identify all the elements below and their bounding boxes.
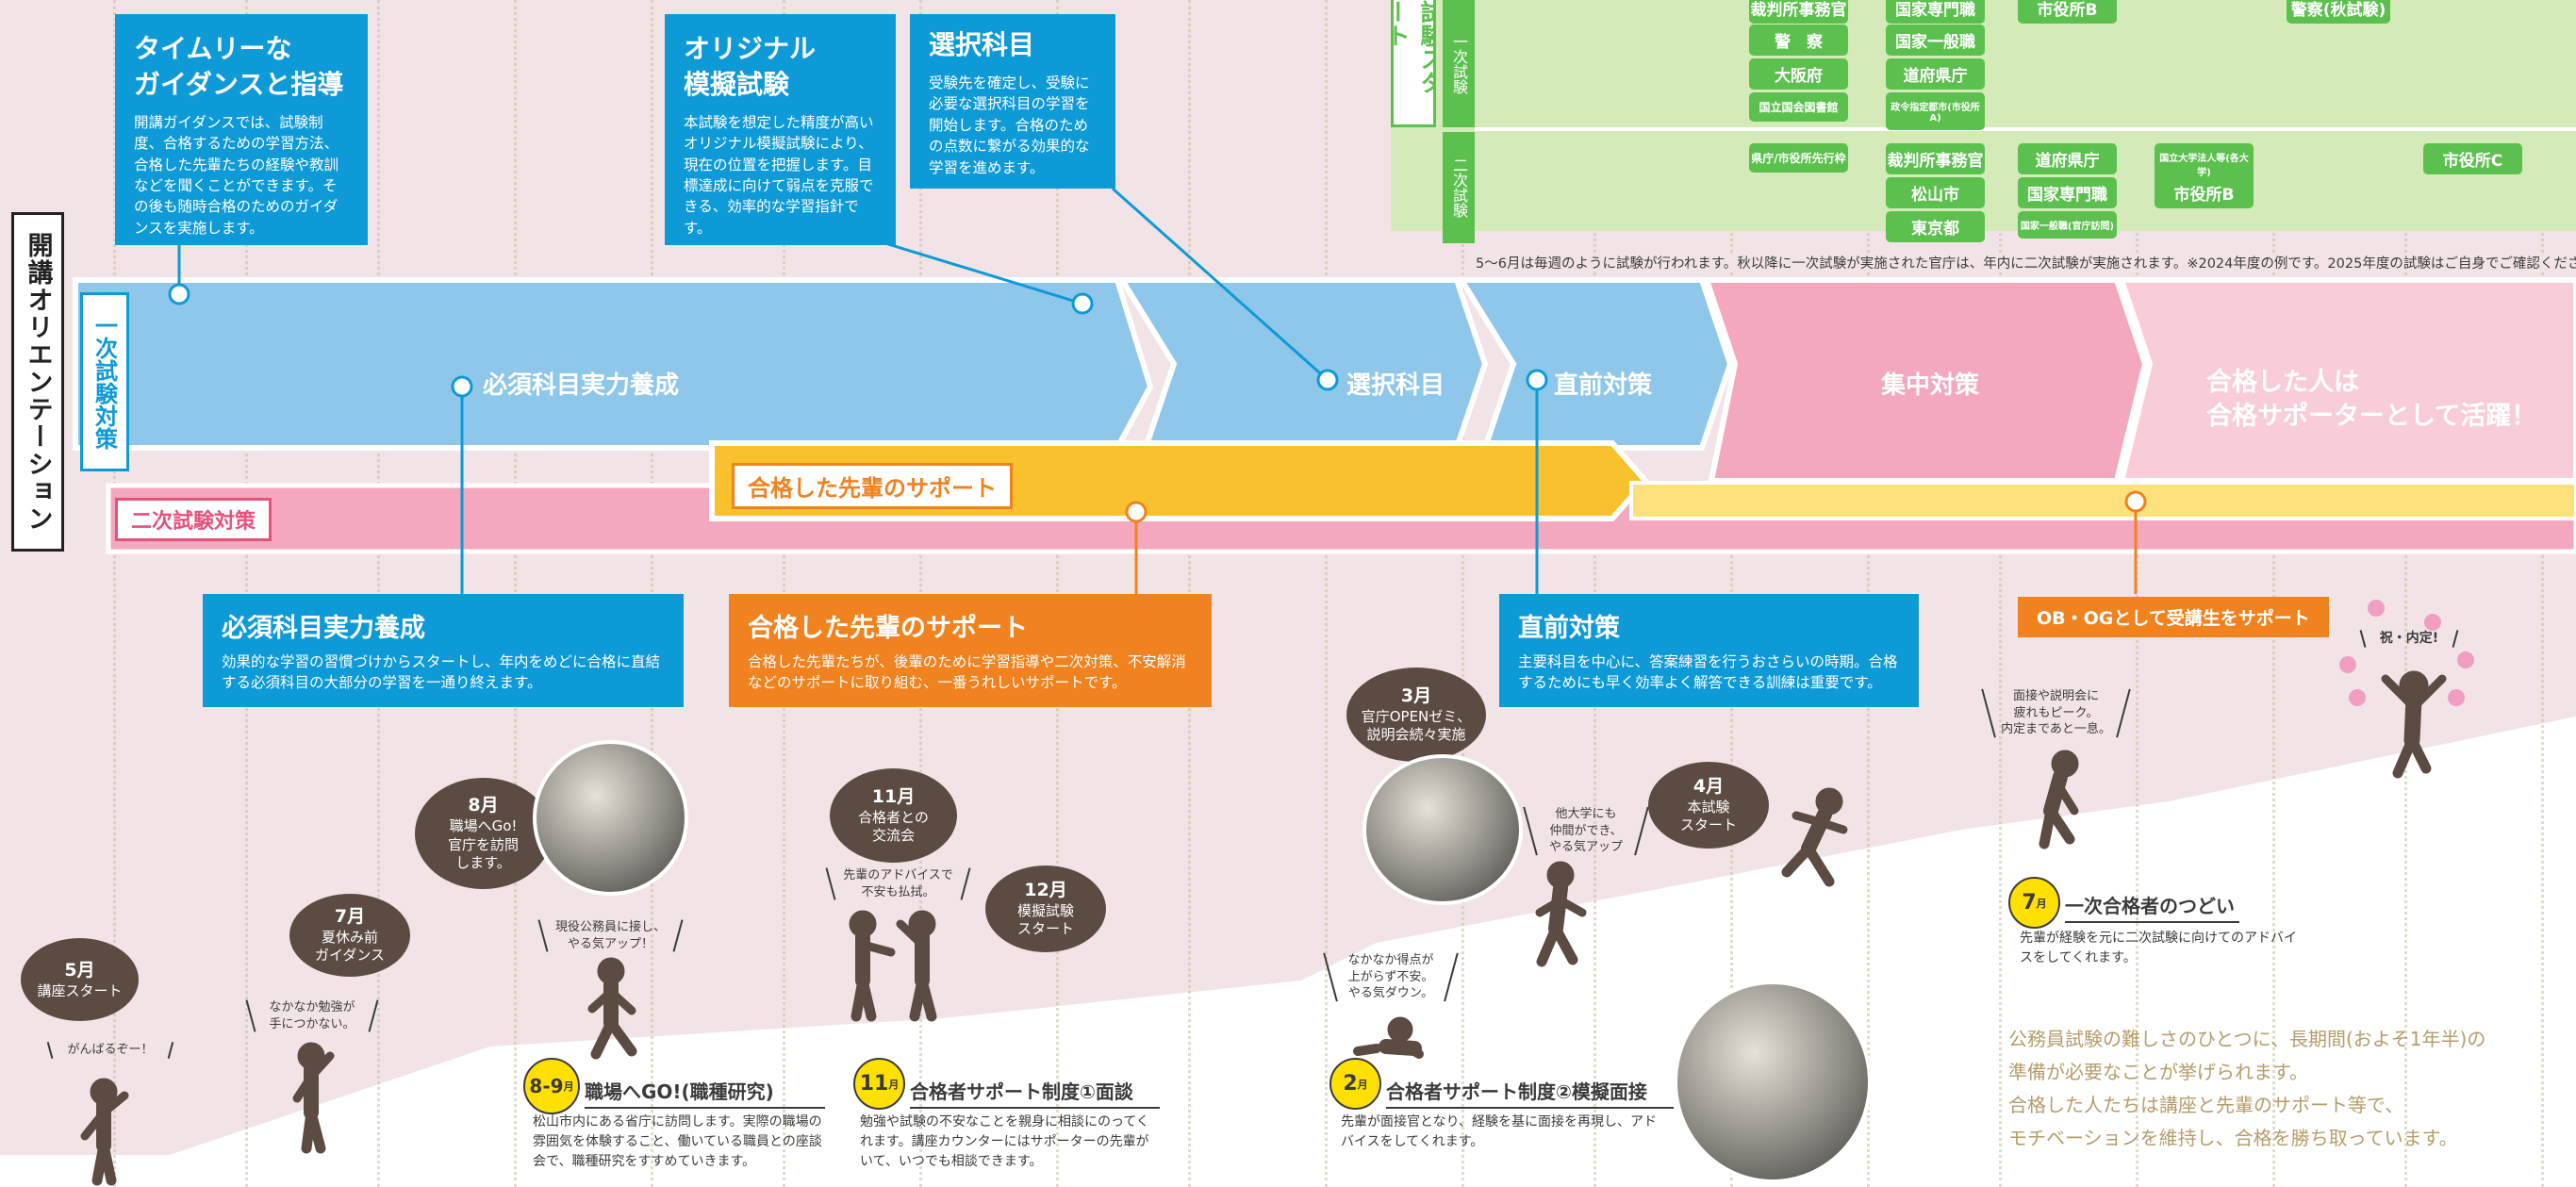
bubble-apr: 4月本試験 スタート bbox=[1648, 762, 1769, 849]
bubble-may: 5月講座スタート bbox=[21, 938, 139, 1021]
photo-mock-interview bbox=[1674, 981, 1872, 1183]
stage-elective: 選択科目 bbox=[1346, 371, 1445, 400]
event-desc: 先輩が面接官となり、経験を基に面接を再現し、アドバイスをしてくれます。 bbox=[1341, 1114, 1658, 1149]
month-gridline bbox=[1056, 0, 1059, 1187]
month-gridline bbox=[1593, 0, 1596, 1187]
event-title: 合格者サポート制度②模擬面接 bbox=[1386, 1077, 1674, 1109]
exam-row2-label: 二次試験 bbox=[1443, 132, 1475, 243]
elective-box: 選択科目 受験先を確定し、受験に必要な選択科目の学習を開始します。合格のための点… bbox=[910, 14, 1115, 189]
month-gridline bbox=[1461, 0, 1464, 1187]
quote: がんばるぞー！ bbox=[58, 1042, 162, 1059]
exam-tag: 警 察 bbox=[1749, 25, 1848, 56]
month-gridline bbox=[113, 0, 116, 1187]
quote: 面接や説明会に 疲れもピーク。 内定まであと一息。 bbox=[1997, 688, 2115, 738]
month-gridline bbox=[2404, 0, 2407, 1187]
exam-tag: 大阪府 bbox=[1749, 58, 1848, 90]
quote: 現役公務員に接し、 やる気アップ！ bbox=[552, 919, 669, 952]
obog-label: OB・OGとして受講生をサポート bbox=[2018, 597, 2329, 637]
first-exam-label: 一次試験対策 bbox=[80, 292, 129, 471]
quote: なかなか得点が 上がらず不安。 やる気ダウン。 bbox=[1339, 952, 1443, 1002]
event-title: 職場へGO!(職種研究) bbox=[585, 1077, 825, 1109]
month-gridline bbox=[1325, 0, 1328, 1187]
support-info-box: 合格した先輩のサポート 合格した先輩たちが、後輩のために学習指導や二次対策、不安… bbox=[729, 594, 1212, 707]
month-gridline bbox=[2272, 0, 2275, 1187]
exam-tag: 道府県庁 bbox=[2018, 143, 2117, 174]
exam-tag: 県庁/市役所先行枠 bbox=[1749, 143, 1848, 173]
exam-tag: 道府県庁 bbox=[1886, 58, 1985, 90]
exam-tag: 国立国会図書館 bbox=[1749, 92, 1848, 122]
event-title: 一次合格者のつどい bbox=[2065, 891, 2239, 923]
photo-open-seminar bbox=[1362, 754, 1523, 905]
mock-exam-box: オリジナル 模擬試験 本試験を想定した精度が高いオリジナル模擬試験により、現在の… bbox=[665, 14, 896, 245]
exam-note: 5〜6月は毎週のように試験が行われます。秋以降に一次試験が実施された官庁は、年内… bbox=[1476, 253, 2576, 272]
exam-divider bbox=[1475, 127, 2576, 131]
month-gridline bbox=[514, 0, 517, 1187]
exam-tag: 市役所C bbox=[2423, 143, 2522, 174]
exam-tag: 警察(秋試験) bbox=[2287, 0, 2390, 24]
quote: 先輩のアドバイスで 不安も払拭。 bbox=[839, 867, 957, 900]
stage-intensive: 集中対策 bbox=[1881, 371, 1980, 400]
second-exam-label: 二次試験対策 bbox=[115, 498, 272, 541]
closing-text: 公務員試験の難しさのひとつに、長期間(およそ1年半)の 準備が必要なことが挙げら… bbox=[2008, 1028, 2486, 1149]
event-desc: 先輩が経験を元に二次試験に向けてのアドバイスをしてくれます。 bbox=[2020, 931, 2297, 965]
exam-start-label: 試験スタート bbox=[1391, 0, 1436, 127]
exam-tag: 裁判所事務官 bbox=[1749, 0, 1848, 24]
exam-row1-label: 一次試験 bbox=[1443, 0, 1475, 127]
quote: 他大学にも 仲間ができ、 やる気アップ bbox=[1539, 806, 1633, 856]
bubble-mar: 3月官庁OPENゼミ、 説明会続々実施 bbox=[1346, 668, 1486, 762]
month-gridline bbox=[2541, 0, 2544, 1187]
bubble-nov: 11月合格者との 交流会 bbox=[830, 768, 957, 863]
stage-required: 必須科目実力養成 bbox=[483, 371, 680, 400]
month-gridline bbox=[919, 0, 922, 1187]
event-desc: 松山市内にある省庁に訪問します。実際の職場の雰囲気を体験すること、働いている職員… bbox=[533, 1114, 822, 1169]
month-gridline bbox=[1730, 0, 1733, 1187]
month-gridline bbox=[245, 0, 248, 1187]
event-title: 合格者サポート制度①面談 bbox=[910, 1077, 1160, 1109]
quote: なかなか勉強が 手につかない。 bbox=[259, 999, 365, 1032]
bubble-aug: 8月職場へGo! 官庁を訪問 します。 bbox=[415, 778, 552, 889]
month-gridline bbox=[377, 0, 380, 1187]
month-gridline bbox=[783, 0, 785, 1187]
month-gridline bbox=[1867, 0, 1870, 1187]
month-gridline bbox=[1999, 0, 2002, 1187]
stage-supporter: 合格した人は 合格サポーターとして活躍！ bbox=[2206, 368, 2537, 432]
quote: 祝・内定! bbox=[2371, 630, 2447, 648]
event-desc: 勉強や試験の不安なことを親身に相談にのってくれます。講座カウンターにはサポーター… bbox=[860, 1114, 1149, 1169]
exam-tag: 裁判所事務官 bbox=[1886, 143, 1985, 174]
guidance-box: タイムリーな ガイダンスと指導 開講ガイダンスでは、試験制度、合格するための学習… bbox=[115, 14, 368, 245]
exam-tag: 市役所B bbox=[2018, 0, 2117, 24]
bubble-dec: 12月模擬試験 スタート bbox=[985, 866, 1106, 952]
exam-tag: 松山市 bbox=[1886, 177, 1985, 208]
month-gridline bbox=[1188, 0, 1191, 1187]
photo-office-visit bbox=[533, 740, 688, 896]
bubble-july: 7月夏休み前 ガイダンス bbox=[289, 894, 410, 977]
exam-tag: 国家専門職 bbox=[2018, 177, 2117, 208]
exam-tag: 政令指定都市(市役所A) bbox=[1886, 92, 1985, 130]
exam-tag: 国家一般職(官庁訪問) bbox=[2018, 211, 2117, 239]
exam-tag: 東京都 bbox=[1886, 211, 1985, 242]
final-info-box: 直前対策 主要科目を中心に、答案練習を行うおさらいの時期。合格するためにも早く効… bbox=[1499, 594, 1919, 707]
required-info-box: 必須科目実力養成 効果的な学習の習慣づけからスタートし、年内をめどに合格に直結す… bbox=[203, 594, 684, 707]
exam-tag: 市役所B bbox=[2155, 177, 2254, 208]
support-label: 合格した先輩のサポート bbox=[732, 463, 1013, 509]
stage-final: 直前対策 bbox=[1554, 371, 1653, 400]
month-gridline bbox=[651, 0, 653, 1187]
orientation-label: 開講オリエンテーション bbox=[11, 212, 64, 552]
exam-tag: 国家一般職 bbox=[1886, 25, 1985, 56]
exam-tag: 国家専門職 bbox=[1886, 0, 1985, 24]
